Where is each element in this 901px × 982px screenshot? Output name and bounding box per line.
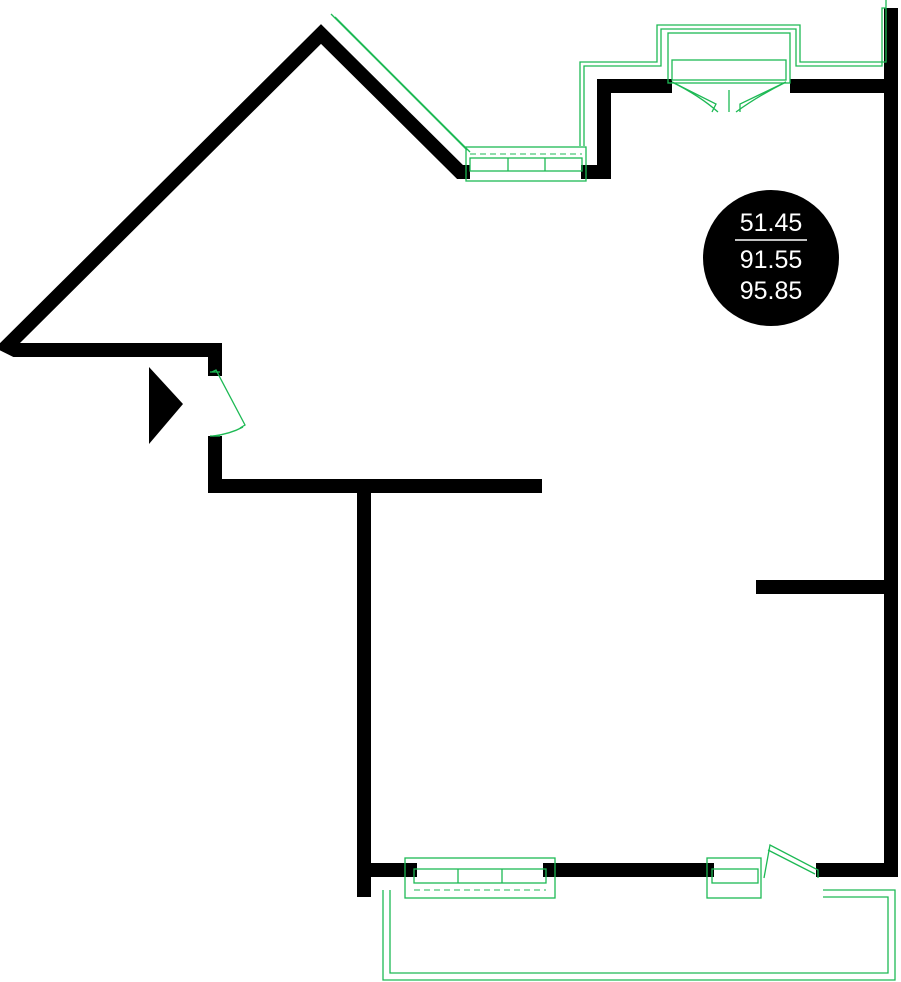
window-bay-inner — [671, 59, 787, 81]
window-bottom-small-frame — [706, 857, 762, 899]
balcony-door-leaf — [763, 844, 819, 879]
balcony-door-leaf-inner — [767, 849, 816, 875]
window-bottom-small-glass — [711, 868, 759, 884]
window-top-small-glass — [469, 157, 583, 172]
window-bottom-wide-frame — [404, 857, 556, 899]
entrance-door-leaf — [211, 369, 246, 429]
entrance-door-arc — [212, 426, 244, 437]
window-top-small-frame — [465, 146, 587, 182]
window-diagonal-rail-inner — [334, 16, 471, 153]
window-bay-frame — [667, 32, 791, 84]
window-notch-rail-inner — [583, 7, 886, 146]
balcony-outline-inner — [389, 890, 889, 974]
area-badge-total: 91.55 — [740, 246, 803, 274]
windows — [210, 0, 896, 981]
window-diagonal-rail-outer — [330, 13, 468, 151]
window-bottom-wide-glass — [413, 868, 547, 884]
wall-north-west — [0, 24, 470, 357]
window-bay-leaf-left-arc — [671, 81, 719, 113]
area-badge-circle — [703, 190, 839, 326]
balcony-outline-outer — [382, 889, 896, 981]
area-badge-total-with-balcony: 95.85 — [740, 277, 803, 305]
window-notch-rail — [579, 0, 887, 146]
walls — [0, 8, 898, 897]
wall-entrance-lower — [208, 436, 542, 493]
area-badge: 51.45 91.55 95.85 — [703, 190, 839, 326]
entrance-arrow-icon — [149, 367, 183, 444]
area-badge-living: 51.45 — [740, 209, 803, 237]
window-bay-leaf-right — [739, 81, 787, 112]
wall-north-notch — [581, 79, 672, 179]
window-bay-leaf-left — [671, 81, 717, 113]
window-bay-leaf-right-arc — [735, 81, 787, 113]
